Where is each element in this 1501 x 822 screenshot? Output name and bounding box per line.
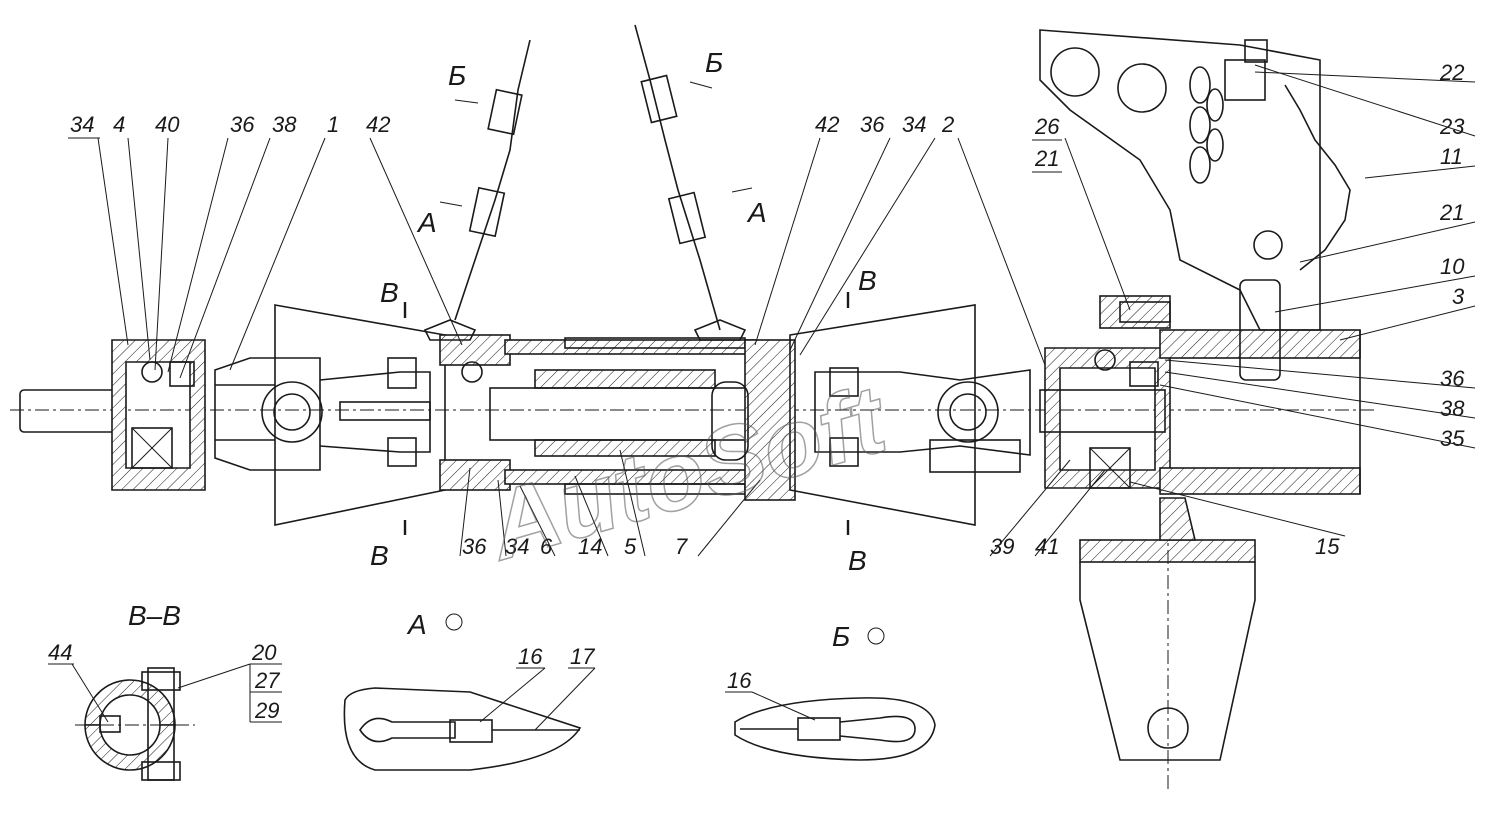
control-cables [423, 24, 747, 341]
callout-36-mid: 36 [860, 112, 885, 137]
callout-44: 44 [48, 640, 72, 665]
callout-6: 6 [540, 534, 553, 559]
callout-29: 29 [254, 698, 279, 723]
callout-7: 7 [675, 534, 688, 559]
callout-36-right: 36 [1440, 366, 1465, 391]
callout-27: 27 [254, 668, 280, 693]
view-b-title: Б [832, 621, 850, 652]
view-b: Б 16 [725, 621, 936, 761]
callout-leaders [68, 64, 1476, 557]
view-a-title: А [406, 609, 427, 640]
mark-b-top-left: Б [448, 60, 466, 91]
callout-34-left: 34 [70, 112, 94, 137]
lower-support [1079, 497, 1256, 790]
section-vv: В–В 44 20 27 29 [48, 600, 282, 781]
callout-35: 35 [1440, 426, 1465, 451]
callout-39: 39 [990, 534, 1014, 559]
callout-1: 1 [327, 112, 339, 137]
callout-10: 10 [1440, 254, 1465, 279]
bracket [1039, 29, 1351, 381]
callout-38-left: 38 [272, 112, 297, 137]
callout-11: 11 [1440, 144, 1463, 169]
callout-42-left: 42 [366, 112, 390, 137]
callout-14: 14 [578, 534, 602, 559]
callout-16-view-a: 16 [518, 644, 543, 669]
mark-v-left-bottom: В [370, 540, 389, 571]
callout-16-view-b: 16 [727, 668, 752, 693]
callout-38-right: 38 [1440, 396, 1465, 421]
callout-21-left: 21 [1034, 146, 1059, 171]
callout-26: 26 [1034, 114, 1060, 139]
section-marks: Б Б А А В В В В [370, 47, 877, 576]
mark-a-right: А [746, 197, 767, 228]
callout-4: 4 [113, 112, 125, 137]
watermark-text: AutoSoft [475, 365, 900, 581]
callout-17: 17 [570, 644, 595, 669]
callout-42-right: 42 [815, 112, 839, 137]
callout-2: 2 [941, 112, 954, 137]
mark-v-left-top: В [380, 277, 399, 308]
mark-v-right-top: В [858, 265, 877, 296]
view-a: А 16 17 [343, 609, 596, 771]
section-vv-title: В–В [128, 600, 181, 631]
callout-36-bottom: 36 [462, 534, 487, 559]
mark-v-right-bottom: В [848, 545, 867, 576]
mark-b-top-right: Б [705, 47, 723, 78]
callout-41: 41 [1035, 534, 1059, 559]
callout-22: 22 [1439, 60, 1464, 85]
callout-21-right: 21 [1439, 200, 1464, 225]
callout-15: 15 [1315, 534, 1340, 559]
callout-numbers: 34 4 40 36 38 1 42 42 36 34 2 26 21 22 2… [70, 60, 1465, 559]
callout-20: 20 [251, 640, 277, 665]
shaft-assembly [10, 295, 1375, 526]
callout-5: 5 [624, 534, 637, 559]
callout-40: 40 [155, 112, 180, 137]
mark-a-left: А [416, 207, 437, 238]
callout-34-mid: 34 [902, 112, 926, 137]
callout-23: 23 [1439, 114, 1465, 139]
callout-34-bottom: 34 [505, 534, 529, 559]
callout-36-left: 36 [230, 112, 255, 137]
callout-3: 3 [1452, 284, 1465, 309]
